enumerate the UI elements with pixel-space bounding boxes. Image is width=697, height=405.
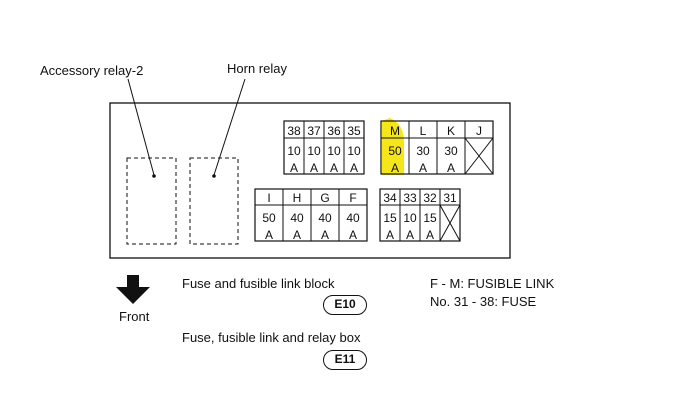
fuse-slot-number: 31 bbox=[443, 191, 457, 205]
fuse-amperage: 30 bbox=[444, 144, 458, 158]
fuse-slot-number: I bbox=[267, 191, 270, 205]
highlight-marker bbox=[382, 118, 404, 175]
fuse-unit: A bbox=[310, 161, 318, 175]
fuse-slot-number: 34 bbox=[383, 191, 397, 205]
accessory-relay bbox=[126, 157, 177, 245]
horn-relay-label: Horn relay bbox=[227, 61, 287, 76]
fuse-slot-number: L bbox=[420, 124, 427, 138]
fuse-group-1: 38 10A 37 10A 36 10A 35 10A bbox=[283, 120, 365, 175]
fuse-unit: A bbox=[350, 161, 358, 175]
connector-e10-badge: E10 bbox=[323, 295, 367, 315]
fuse-amperage: 10 bbox=[347, 144, 361, 158]
front-arrow-icon bbox=[116, 287, 150, 304]
fuse-amperage: 50 bbox=[262, 211, 276, 225]
fuse-amperage: 10 bbox=[287, 144, 301, 158]
fuse-amperage: 10 bbox=[307, 144, 321, 158]
fuse-unit: A bbox=[330, 161, 338, 175]
connector-e11-badge: E11 bbox=[323, 350, 367, 370]
front-label: Front bbox=[119, 309, 150, 324]
fuse-slot-number: 36 bbox=[327, 124, 341, 138]
empty-slot-cross bbox=[464, 137, 494, 175]
front-arrow-shaft bbox=[127, 275, 139, 288]
fuse-amperage: 50 bbox=[388, 144, 402, 158]
fuse-slot-number: 35 bbox=[347, 124, 361, 138]
fuse-unit: A bbox=[447, 161, 455, 175]
fuse-unit: A bbox=[419, 161, 427, 175]
fuse-amperage: 10 bbox=[327, 144, 341, 158]
fuse-amperage: 40 bbox=[290, 211, 304, 225]
block-label: Fuse and fusible link block bbox=[182, 276, 335, 291]
fuse-group-2: 34 15A 33 10A 32 15A 31 bbox=[379, 188, 461, 242]
fuse-unit: A bbox=[293, 228, 301, 242]
fuse-slot-number: H bbox=[293, 191, 302, 205]
fuse-unit: A bbox=[290, 161, 298, 175]
horn-relay-leader bbox=[213, 78, 246, 176]
fuse-unit: A bbox=[426, 228, 434, 242]
fuse-unit: A bbox=[349, 228, 357, 242]
fuse-amperage: 15 bbox=[383, 211, 397, 225]
fuse-slot-number: G bbox=[320, 191, 329, 205]
fuse-amperage: 40 bbox=[346, 211, 360, 225]
fuse-unit: A bbox=[406, 228, 414, 242]
fusible-group-1: M 50A L 30A K 30A J bbox=[380, 120, 494, 175]
box-label: Fuse, fusible link and relay box bbox=[182, 330, 361, 345]
fuse-block-outline bbox=[109, 102, 511, 259]
fuse-unit: A bbox=[386, 228, 394, 242]
fuse-unit: A bbox=[321, 228, 329, 242]
fuse-slot-number: 38 bbox=[287, 124, 301, 138]
empty-slot-cross bbox=[439, 204, 461, 242]
accessory-relay-leader bbox=[127, 78, 155, 176]
fuse-slot-number: 33 bbox=[403, 191, 417, 205]
fuse-amperage: 15 bbox=[423, 211, 437, 225]
fuse-amperage: 10 bbox=[403, 211, 417, 225]
horn-relay-dot bbox=[212, 174, 216, 178]
accessory-relay-dot bbox=[152, 174, 156, 178]
fuse-slot-number: 32 bbox=[423, 191, 437, 205]
fuse-slot-number: K bbox=[447, 124, 455, 138]
fuse-unit: A bbox=[265, 228, 273, 242]
fuse-amperage: 30 bbox=[416, 144, 430, 158]
fuse-slot-number: 37 bbox=[307, 124, 321, 138]
fuse-slot-number: M bbox=[390, 124, 400, 138]
fuse-amperage: 40 bbox=[318, 211, 332, 225]
accessory-relay-label: Accessory relay-2 bbox=[40, 63, 144, 78]
fuse-slot-number: J bbox=[476, 124, 482, 138]
fusible-group-2: I 50A H 40A G 40A F 40A bbox=[254, 188, 368, 242]
fuse-slot-number: F bbox=[349, 191, 356, 205]
fusible-link-note: F - M: FUSIBLE LINK bbox=[430, 276, 555, 291]
fuse-note: No. 31 - 38: FUSE bbox=[430, 294, 537, 309]
fuse-unit: A bbox=[391, 161, 399, 175]
horn-relay bbox=[189, 157, 239, 245]
